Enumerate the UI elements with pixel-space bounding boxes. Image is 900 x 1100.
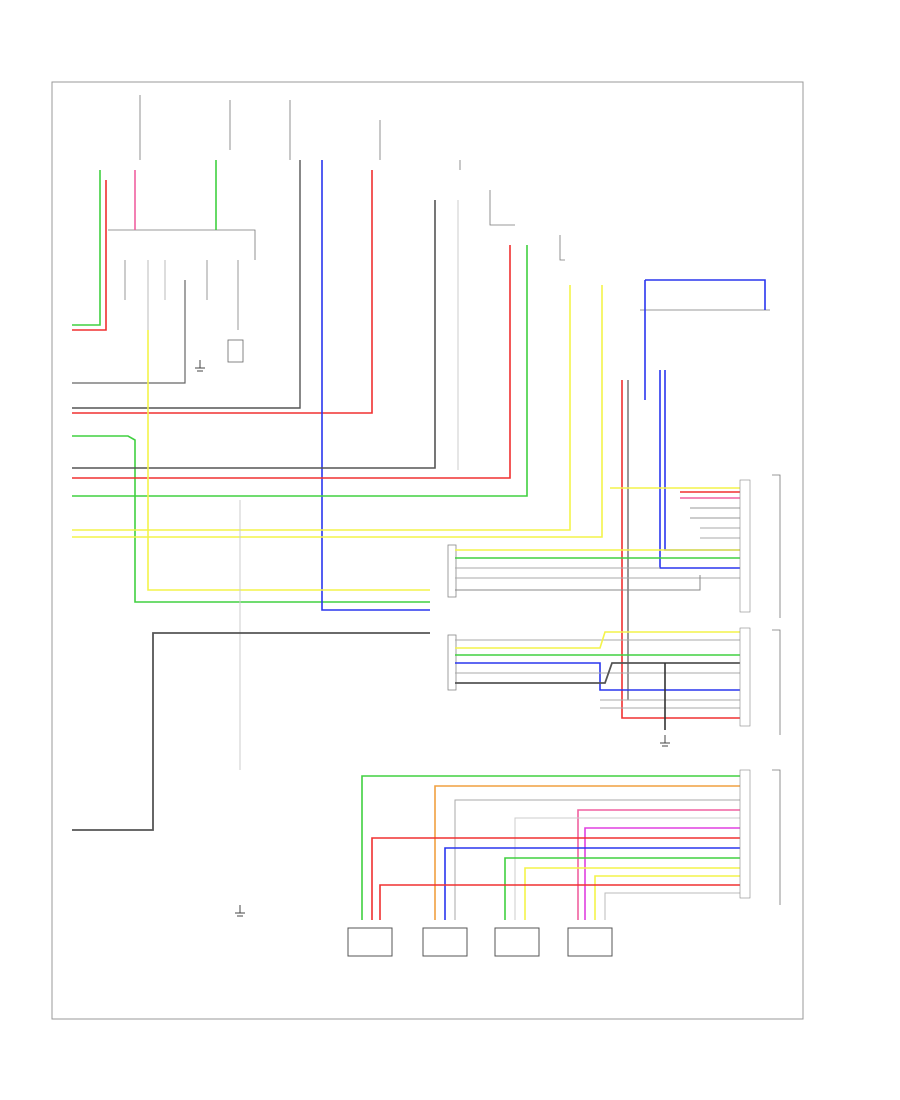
wire-blue-r xyxy=(645,279,766,310)
wire-green-1 xyxy=(72,435,430,603)
wire-green-b xyxy=(361,775,740,920)
wire-red-r xyxy=(621,380,740,719)
wire-green-tl xyxy=(72,170,101,326)
wire-red-b xyxy=(371,837,740,920)
connector-blocks xyxy=(108,95,781,905)
wire-red-tl xyxy=(72,180,107,331)
wire-blue-b xyxy=(444,847,740,920)
wire-green-b2 xyxy=(504,857,740,920)
wire-blue-r3 xyxy=(664,370,740,551)
right-connectors xyxy=(739,479,751,899)
sensor-lf xyxy=(347,927,393,957)
wire-magenta-b xyxy=(584,827,740,920)
wire-red-2 xyxy=(72,245,511,479)
wires xyxy=(72,160,766,920)
wire-pink-b xyxy=(577,809,740,920)
wire-red-1 xyxy=(72,170,373,414)
diagram-frame xyxy=(51,81,804,1020)
wire-gray-b xyxy=(454,799,740,920)
wire-yellow-b2 xyxy=(594,875,740,920)
wire-yellow-4 xyxy=(147,330,430,591)
wire-red-b2 xyxy=(379,884,740,920)
sensor-rr xyxy=(567,927,613,957)
wire-yellow-2 xyxy=(72,285,571,531)
wire-blue-1 xyxy=(321,160,430,611)
sensor-rf xyxy=(422,927,468,957)
sensor-lr xyxy=(494,927,540,957)
wire-dark-2 xyxy=(72,200,436,469)
wire-orange-b xyxy=(434,785,740,920)
ground-symbols xyxy=(195,360,670,917)
wire-dark-3 xyxy=(72,632,430,831)
wire-yellow-b xyxy=(524,867,740,920)
wire-gray-b2 xyxy=(514,817,740,920)
wire-yellow-3 xyxy=(72,285,603,538)
wire-green-2 xyxy=(72,245,528,497)
wire-gray-b3 xyxy=(604,892,740,920)
sensors xyxy=(347,927,613,957)
